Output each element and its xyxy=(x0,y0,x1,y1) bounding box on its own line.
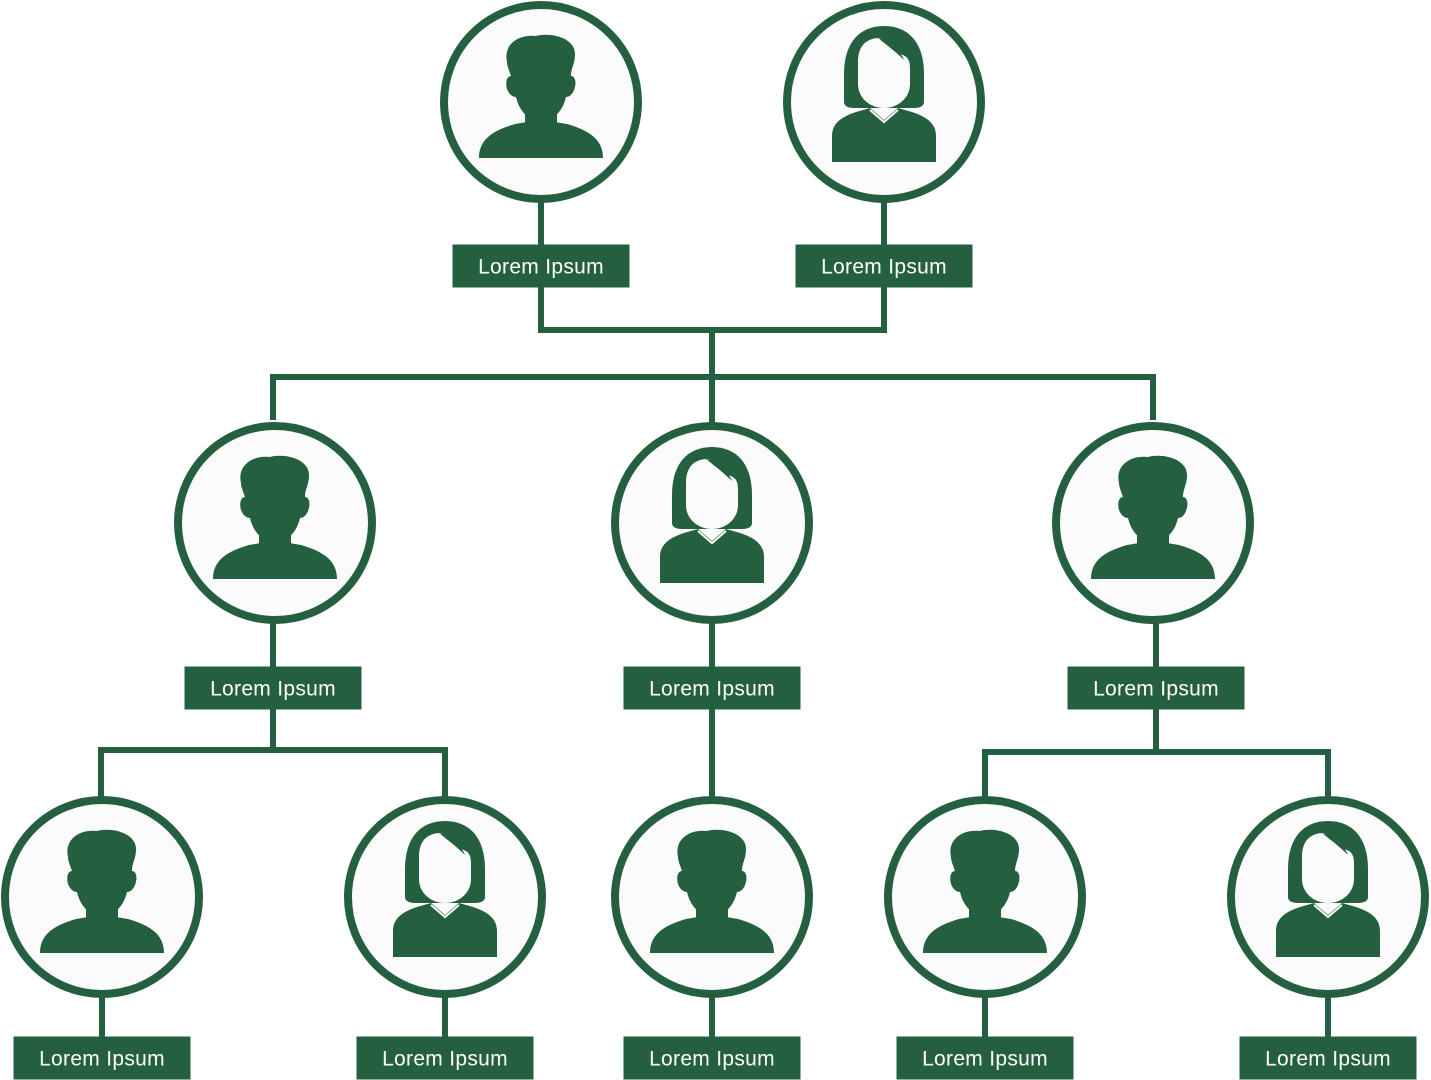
person-node-g3-1-male: Lorem Ipsum xyxy=(1,796,203,1080)
person-node-g1-male: Lorem Ipsum xyxy=(440,1,642,288)
name-label-text: Lorem Ipsum xyxy=(1265,1048,1391,1071)
name-label: Lorem Ipsum xyxy=(795,244,973,288)
person-node-g3-2-female: Lorem Ipsum xyxy=(344,796,546,1080)
name-label: Lorem Ipsum xyxy=(184,666,362,710)
person-node-g3-3-male: Lorem Ipsum xyxy=(611,796,813,1080)
name-label: Lorem Ipsum xyxy=(623,666,801,710)
name-label-text: Lorem Ipsum xyxy=(39,1048,165,1071)
name-label: Lorem Ipsum xyxy=(1067,666,1245,710)
person-node-g2-left-male: Lorem Ipsum xyxy=(174,422,376,710)
person-node-g3-5-female: Lorem Ipsum xyxy=(1227,796,1429,1080)
name-label: Lorem Ipsum xyxy=(1239,1036,1417,1080)
name-label-text: Lorem Ipsum xyxy=(1093,678,1219,701)
name-label-box xyxy=(356,1036,534,1080)
female-person-icon xyxy=(660,447,764,583)
name-label: Lorem Ipsum xyxy=(623,1036,801,1080)
name-label-box xyxy=(896,1036,1074,1080)
male-person-icon xyxy=(479,34,603,158)
person-node-g2-right-male: Lorem Ipsum xyxy=(1052,422,1254,710)
person-node-g2-center-female: Lorem Ipsum xyxy=(611,422,813,710)
name-label-text: Lorem Ipsum xyxy=(478,256,604,279)
name-label-box xyxy=(1067,666,1245,710)
male-person-icon xyxy=(40,829,164,953)
name-label-text: Lorem Ipsum xyxy=(649,678,775,701)
connector-line xyxy=(98,747,448,800)
name-label-box xyxy=(623,1036,801,1080)
name-label-box xyxy=(452,244,630,288)
person-node-g3-4-male: Lorem Ipsum xyxy=(884,796,1086,1080)
female-person-icon xyxy=(1276,821,1380,957)
name-label-box xyxy=(623,666,801,710)
male-person-icon xyxy=(213,455,337,579)
male-person-icon xyxy=(650,829,774,953)
name-label-box xyxy=(13,1036,191,1080)
name-label-box xyxy=(184,666,362,710)
name-label-text: Lorem Ipsum xyxy=(922,1048,1048,1071)
female-person-icon xyxy=(832,26,936,162)
name-label: Lorem Ipsum xyxy=(13,1036,191,1080)
name-label: Lorem Ipsum xyxy=(896,1036,1074,1080)
person-node-g1-female: Lorem Ipsum xyxy=(783,1,985,288)
female-person-icon xyxy=(393,821,497,957)
connector-lines xyxy=(98,199,1331,1040)
male-person-icon xyxy=(923,829,1047,953)
connector-line xyxy=(982,749,1331,800)
male-person-icon xyxy=(1091,455,1215,579)
name-label-text: Lorem Ipsum xyxy=(210,678,336,701)
name-label-box xyxy=(795,244,973,288)
name-label: Lorem Ipsum xyxy=(356,1036,534,1080)
name-label: Lorem Ipsum xyxy=(452,244,630,288)
name-label-text: Lorem Ipsum xyxy=(382,1048,508,1071)
name-label-text: Lorem Ipsum xyxy=(821,256,947,279)
name-label-text: Lorem Ipsum xyxy=(649,1048,775,1071)
name-label-box xyxy=(1239,1036,1417,1080)
